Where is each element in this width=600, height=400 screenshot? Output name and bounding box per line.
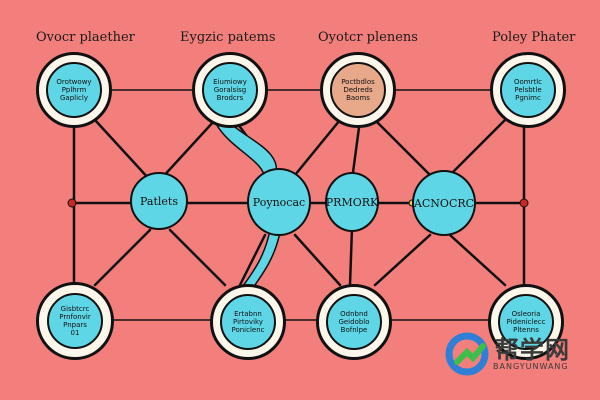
top-label-2: Eygzic patems — [180, 30, 276, 45]
bottom-node-1-line-4: 01 — [70, 329, 80, 337]
top-node-4-line-2: Pelsbtle — [514, 86, 542, 94]
top-node-3-inner: Poctbdlos Dedreds Baoms — [330, 62, 386, 118]
watermark-en-text: BANGYUNWANG — [493, 362, 569, 371]
middle-hub-1: Patlets — [130, 172, 188, 230]
watermark: 帮学网 BANGYUNWANG — [445, 330, 595, 380]
bottom-node-3-line-1: Odnbnd — [340, 310, 368, 318]
bottom-node-3-inner: Odnbnd Geidoblo Bofnlpe — [326, 294, 382, 350]
top-node-4-line-1: Oomrtlc — [513, 78, 543, 86]
bottom-node-2-line-2: Pirtoviky — [233, 318, 263, 326]
top-label-4: Poley Phater — [492, 30, 576, 45]
top-node-2-line-2: Goralsisg — [213, 86, 247, 94]
bottom-node-4-line-1: Osleoria — [511, 310, 541, 318]
bottom-node-4-inner: Osleoria Pideniclecc Pltenns — [498, 294, 554, 350]
top-node-1-inner: Orotwowy Pplhrm Gaplicly — [46, 62, 102, 118]
top-node-2-line-1: Eiumiowy — [213, 78, 247, 86]
bottom-node-3: Odnbnd Geidoblo Bofnlpe — [316, 284, 392, 360]
middle-hub-3: PRMORK — [325, 172, 379, 232]
bottom-node-1-line-1: Gisbtcrc — [60, 305, 90, 313]
top-node-1-line-1: Orotwowy — [56, 78, 92, 86]
top-node-4-inner: Oomrtlc Pelsbtle Pgnimc — [500, 62, 556, 118]
bottom-node-2-inner: Ertabnn Pirtoviky Poniclenc — [220, 294, 276, 350]
top-node-4-line-3: Pgnimc — [515, 94, 541, 102]
top-node-2-inner: Eiumiowy Goralsisg Brodcrs — [202, 62, 258, 118]
bottom-node-4-line-3: Pltenns — [513, 326, 539, 334]
bottom-node-3-line-2: Geidoblo — [338, 318, 370, 326]
middle-hub-4: ACNOCRC — [412, 170, 476, 236]
bottom-node-3-line-3: Bofnlpe — [340, 326, 368, 334]
top-node-1-line-2: Pplhrm — [61, 86, 87, 94]
top-node-3-line-3: Baoms — [346, 94, 370, 102]
bottom-node-4-line-2: Pideniclecc — [506, 318, 546, 326]
bottom-node-2-line-1: Ertabnn — [234, 310, 262, 318]
middle-hub-2: Poynocac — [247, 168, 311, 236]
watermark-cn-text: 帮学网 — [495, 336, 570, 364]
bottom-node-1-line-3: Pnpars — [63, 321, 87, 329]
bottom-node-4: Osleoria Pideniclecc Pltenns — [488, 284, 564, 360]
top-node-3-line-2: Dedreds — [343, 86, 373, 94]
top-node-1: Orotwowy Pplhrm Gaplicly — [36, 52, 112, 128]
top-label-1: Ovocr plaether — [36, 30, 135, 45]
top-node-3: Poctbdlos Dedreds Baoms — [320, 52, 396, 128]
top-node-3-line-1: Poctbdlos — [341, 78, 375, 86]
bottom-node-1: Gisbtcrc Prnfonvir Pnpars 01 — [36, 282, 114, 360]
bottom-node-2: Ertabnn Pirtoviky Poniclenc — [210, 284, 286, 360]
bottom-node-1-inner: Gisbtcrc Prnfonvir Pnpars 01 — [47, 293, 103, 349]
top-node-2-line-3: Brodcrs — [216, 94, 244, 102]
bottom-node-1-line-2: Prnfonvir — [59, 313, 91, 321]
top-node-1-line-3: Gaplicly — [60, 94, 88, 102]
top-label-3: Oyotcr plenens — [318, 30, 418, 45]
watermark-logo-icon — [445, 332, 489, 376]
top-node-2: Eiumiowy Goralsisg Brodcrs — [192, 52, 268, 128]
top-node-4: Oomrtlc Pelsbtle Pgnimc — [490, 52, 566, 128]
bottom-node-2-line-3: Poniclenc — [231, 326, 265, 334]
